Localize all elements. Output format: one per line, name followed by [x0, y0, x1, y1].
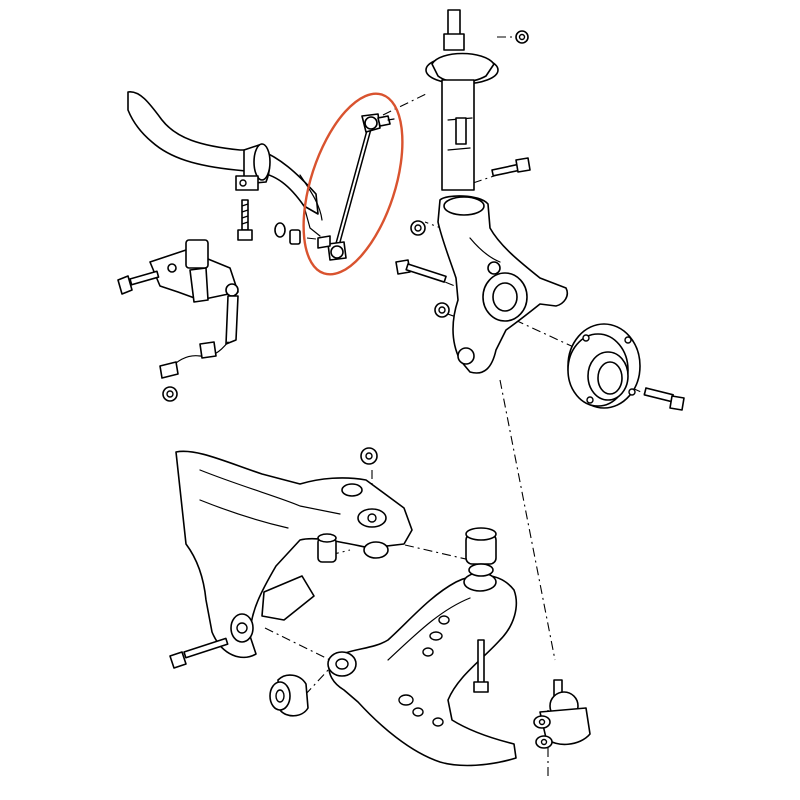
nut-icon [410, 220, 426, 236]
strut [425, 9, 499, 191]
level-sensor [149, 239, 239, 379]
washer-icon [274, 222, 331, 249]
bolt-icon [237, 199, 253, 241]
stabilizer-link [327, 113, 381, 261]
wheel-hub [567, 323, 641, 409]
nut-icon [377, 115, 395, 127]
ball-joint [533, 679, 591, 749]
bolt-icon [169, 637, 229, 669]
nut-icon [162, 386, 178, 402]
bolt-icon [491, 157, 531, 177]
nut-icon [360, 447, 378, 465]
bolt-icon [643, 387, 685, 411]
front-bushing [269, 674, 309, 717]
nut-icon [434, 302, 450, 318]
nut-icon [515, 30, 529, 44]
bolt-icon [117, 270, 160, 295]
steering-knuckle [437, 195, 569, 374]
highlight-ellipse [302, 92, 404, 276]
control-arm [327, 572, 518, 767]
bolt-icon [473, 639, 489, 693]
rear-bushing [465, 527, 497, 577]
stabilizer-bar [127, 91, 323, 237]
stabilizer-bushing [235, 143, 271, 191]
bolt-icon [395, 259, 447, 283]
subframe [175, 450, 413, 659]
bushing-sleeve [317, 533, 337, 563]
